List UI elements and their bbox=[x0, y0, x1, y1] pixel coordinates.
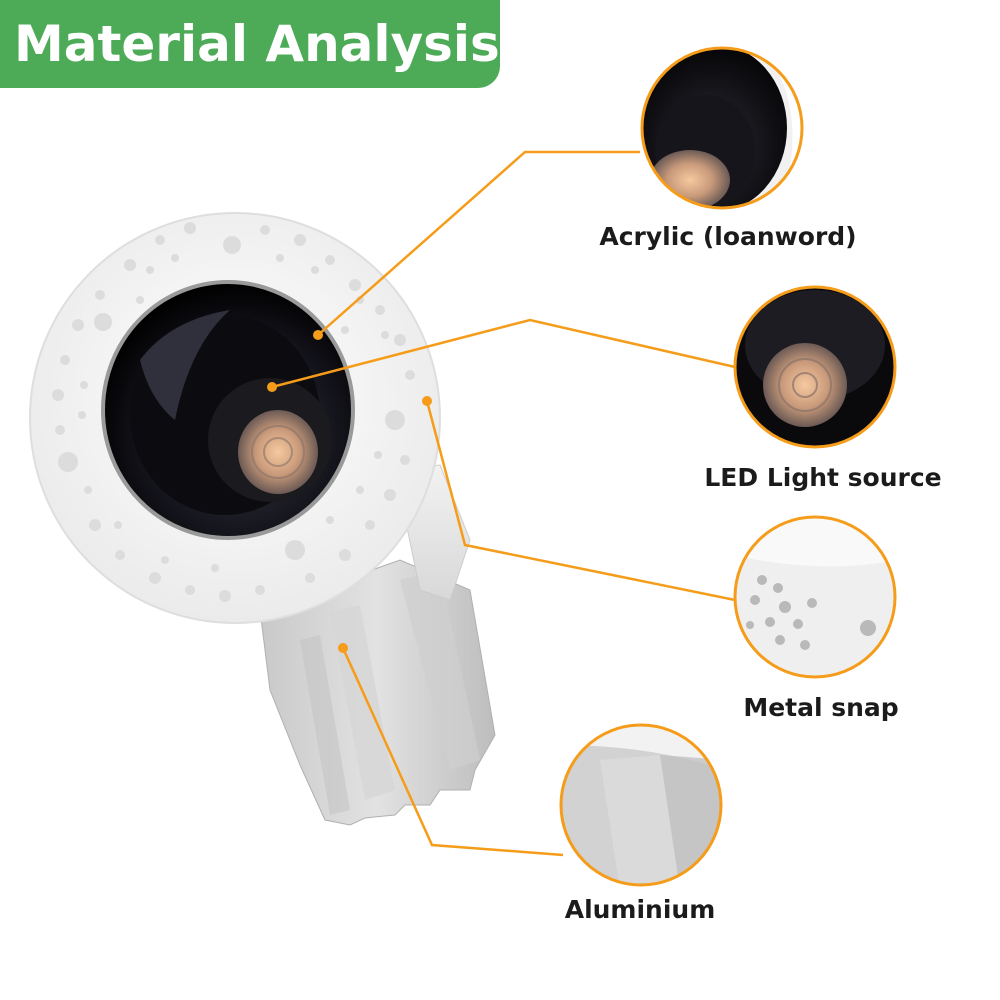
zoom-circle-led bbox=[733, 285, 897, 449]
title-banner: Material Analysis bbox=[0, 0, 500, 88]
zoom-circle-aluminium bbox=[559, 723, 723, 887]
leader-lines bbox=[271, 150, 736, 857]
label-led-light-source: LED Light source bbox=[704, 463, 942, 492]
label-acrylic: Acrylic (loanword) bbox=[599, 222, 857, 251]
trimless-rim bbox=[29, 212, 441, 624]
leader-dots bbox=[267, 330, 432, 653]
anchor-dot-led bbox=[267, 382, 277, 392]
leader-line-aluminium bbox=[341, 647, 564, 857]
leader-line-snap bbox=[425, 400, 736, 602]
anchor-dot-acrylic bbox=[313, 330, 323, 340]
anchor-dot-aluminium bbox=[338, 643, 348, 653]
zoom-circle-acrylic bbox=[640, 46, 804, 210]
page-title: Material Analysis bbox=[14, 15, 500, 73]
zoom-circle-metal-snap bbox=[733, 515, 897, 679]
leader-line-led bbox=[271, 318, 736, 389]
anchor-dot-snap bbox=[422, 396, 432, 406]
aluminium-heatsink bbox=[259, 559, 496, 826]
label-aluminium: Aluminium bbox=[564, 895, 716, 924]
leader-line-acrylic bbox=[317, 150, 640, 336]
label-metal-snap: Metal snap bbox=[743, 693, 899, 722]
